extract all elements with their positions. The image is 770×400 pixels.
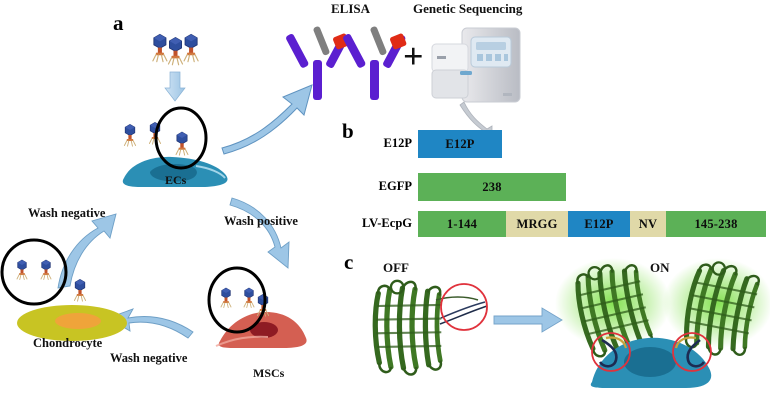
state-label-on: ON — [650, 260, 670, 275]
panel-letter-c: c — [344, 250, 354, 274]
construct-segment-lv-ecpg-0: 1-144 — [418, 211, 506, 237]
construct-row-label-lv-ecpg: LV-EcpG — [361, 216, 412, 230]
assay-title-genetic-sequencing: Genetic Sequencing — [413, 1, 523, 16]
arrow-off-to-on — [493, 307, 563, 333]
cell-target-on — [590, 337, 712, 388]
arrow-ecs-to-elisa — [221, 84, 313, 155]
panel-letter-b: b — [342, 119, 354, 143]
construct-segment-lv-ecpg-4: 145-238 — [666, 211, 766, 237]
highlight-ellipse-ecs — [154, 106, 208, 170]
construct-segment-e12p-0: E12P — [418, 130, 502, 158]
step-label-wash-positive: Wash positive — [224, 214, 298, 228]
sequencer-graphic — [431, 27, 521, 103]
construct-segment-lv-ecpg-2: E12P — [568, 211, 630, 237]
highlight-ellipse-mscs — [207, 266, 267, 334]
arrow-wash-negative-bottom — [106, 308, 194, 339]
highlight-ellipse-chondrocyte — [0, 238, 68, 306]
construct-segment-egfp-0: 238 — [418, 173, 566, 201]
antibody-2 — [343, 26, 407, 100]
construct-segment-lv-ecpg-1: MRGG — [506, 211, 568, 237]
plus-sign: + — [403, 36, 424, 76]
gfp-barrel-on-right — [680, 258, 762, 360]
highlight-circle-off — [440, 283, 488, 331]
arrow-down-to-ecs — [164, 71, 186, 102]
arrow-wash-positive — [229, 197, 290, 269]
highlight-circle-on-right — [672, 332, 712, 372]
panel-letter-a: a — [113, 11, 124, 35]
gfp-barrel-on-left — [573, 258, 655, 360]
construct-row-label-egfp: EGFP — [378, 179, 412, 193]
highlight-circle-on-left — [591, 332, 631, 372]
cell-label-mscs: MSCs — [253, 366, 285, 380]
arrow-wash-negative-left — [57, 213, 117, 289]
cell-mscs-graphic — [215, 312, 307, 348]
gfp-barrel-off — [375, 281, 441, 375]
construct-segment-lv-ecpg-3: NV — [630, 211, 666, 237]
step-label-wash-negative-bottom: Wash negative — [110, 351, 188, 365]
assay-title-elisa: ELISA — [331, 1, 371, 16]
construct-row-label-e12p: E12P — [383, 136, 412, 150]
cell-label-chondrocyte: Chondrocyte — [33, 336, 103, 350]
antibody-1 — [286, 26, 350, 100]
step-label-wash-negative-left: Wash negative — [28, 206, 106, 220]
cell-label-ecs: ECs — [165, 173, 187, 187]
state-label-off: OFF — [383, 260, 409, 275]
